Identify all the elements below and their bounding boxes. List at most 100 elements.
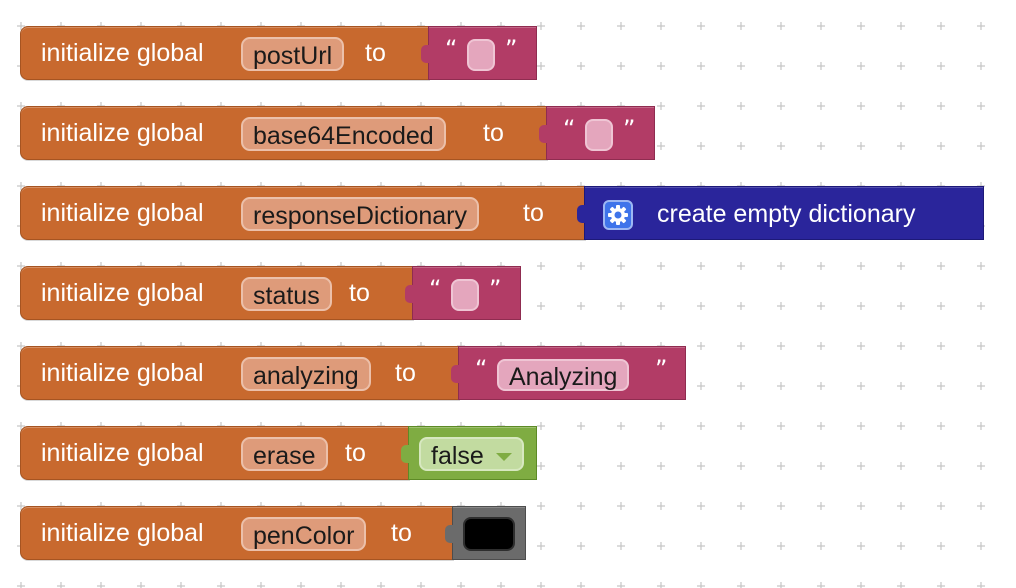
grid-mark [617, 582, 625, 588]
grid-mark [497, 582, 505, 588]
create-empty-dictionary-block[interactable]: create empty dictionary [577, 186, 984, 240]
grid-mark [857, 22, 865, 30]
grid-mark [657, 262, 665, 270]
grid-mark [577, 262, 585, 270]
initialize-global-block[interactable]: initialize global status to [20, 266, 414, 320]
initialize-global-block[interactable]: initialize global base64Encoded to [20, 106, 548, 160]
grid-mark [617, 462, 625, 470]
initialize-global-block[interactable]: initialize global penColor to [20, 506, 454, 560]
grid-mark [697, 462, 705, 470]
grid-mark [537, 462, 545, 470]
grid-mark [777, 262, 785, 270]
text-string-block[interactable]: “ Analyzing ” [451, 346, 686, 400]
grid-mark [697, 342, 705, 350]
boolean-dropdown[interactable]: false [419, 437, 524, 471]
grid-mark [817, 142, 825, 150]
grid-mark [857, 462, 865, 470]
to-label: to [523, 199, 544, 227]
grid-mark [657, 142, 665, 150]
grid-mark [897, 582, 905, 588]
text-value-field[interactable] [467, 39, 495, 71]
grid-mark [897, 382, 905, 390]
grid-mark [817, 422, 825, 430]
gear-icon[interactable] [603, 200, 633, 230]
grid-mark [857, 262, 865, 270]
grid-mark [737, 382, 745, 390]
grid-mark [937, 302, 945, 310]
grid-mark [817, 342, 825, 350]
initialize-global-block[interactable]: initialize global responseDictionary to [20, 186, 586, 240]
grid-mark [577, 62, 585, 70]
color-black-block[interactable] [445, 506, 526, 560]
grid-mark [977, 302, 985, 310]
variable-name-field[interactable]: status [241, 277, 332, 311]
grid-mark [737, 102, 745, 110]
grid-mark [897, 342, 905, 350]
grid-mark [697, 582, 705, 588]
grid-mark [737, 542, 745, 550]
grid-mark [817, 462, 825, 470]
grid-mark [737, 22, 745, 30]
text-string-block[interactable]: “ ” [405, 266, 521, 320]
grid-mark [577, 22, 585, 30]
initialize-global-block[interactable]: initialize global postUrl to [20, 26, 430, 80]
initialize-global-block[interactable]: initialize global erase to [20, 426, 410, 480]
grid-mark [697, 422, 705, 430]
open-quote: “ [563, 115, 576, 143]
grid-mark [657, 22, 665, 30]
variable-name-field[interactable]: responseDictionary [241, 197, 479, 231]
close-quote: ” [505, 35, 518, 63]
grid-mark [97, 582, 105, 588]
text-string-block[interactable]: “ ” [539, 106, 655, 160]
grid-mark [737, 262, 745, 270]
to-label: to [345, 439, 366, 467]
grid-mark [697, 542, 705, 550]
variable-name-field[interactable]: analyzing [241, 357, 371, 391]
grid-mark [857, 302, 865, 310]
logic-boolean-block[interactable]: false [401, 426, 537, 480]
grid-mark [937, 542, 945, 550]
grid-mark [657, 102, 665, 110]
grid-mark [577, 582, 585, 588]
grid-mark [897, 422, 905, 430]
close-quote: ” [489, 275, 502, 303]
grid-mark [857, 142, 865, 150]
grid-mark [777, 462, 785, 470]
initialize-global-label: initialize global [41, 439, 204, 467]
text-value-field[interactable] [451, 279, 479, 311]
grid-mark [817, 102, 825, 110]
to-label: to [395, 359, 416, 387]
variable-name-field[interactable]: penColor [241, 517, 367, 551]
block-connector [401, 445, 411, 463]
grid-mark [817, 302, 825, 310]
grid-mark [697, 502, 705, 510]
grid-mark [977, 502, 985, 510]
color-swatch[interactable] [463, 517, 515, 551]
variable-name-field[interactable]: postUrl [241, 37, 345, 71]
text-string-block[interactable]: “ ” [421, 26, 537, 80]
grid-mark [977, 62, 985, 70]
grid-mark [657, 542, 665, 550]
text-value-field[interactable] [585, 119, 613, 151]
grid-mark [737, 302, 745, 310]
grid-mark [977, 542, 985, 550]
grid-mark [737, 462, 745, 470]
grid-mark [777, 142, 785, 150]
initialize-global-block[interactable]: initialize global analyzing to [20, 346, 460, 400]
variable-name-field[interactable]: base64Encoded [241, 117, 446, 151]
grid-mark [737, 422, 745, 430]
grid-mark [297, 582, 305, 588]
grid-mark [977, 22, 985, 30]
grid-mark [817, 542, 825, 550]
grid-mark [897, 22, 905, 30]
variable-name-field[interactable]: erase [241, 437, 328, 471]
text-value-field[interactable]: Analyzing [497, 359, 630, 391]
grid-mark [977, 382, 985, 390]
grid-mark [737, 142, 745, 150]
grid-mark [537, 542, 545, 550]
grid-mark [937, 462, 945, 470]
grid-mark [817, 22, 825, 30]
grid-mark [857, 422, 865, 430]
grid-mark [937, 22, 945, 30]
